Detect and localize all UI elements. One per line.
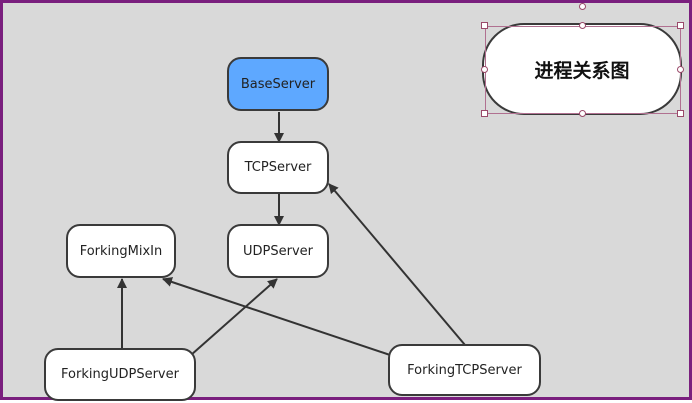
resize-handle-top-left[interactable] [481,22,488,29]
node-tcp-server[interactable]: TCPServer [227,141,329,194]
diagram-edges [117,112,466,357]
edge-forkingtcpserver-to-tcpserver [328,183,466,346]
node-forking-mixin[interactable]: ForkingMixIn [66,224,176,278]
node-forking-udp-server[interactable]: ForkingUDPServer [44,348,196,401]
node-forking-tcp-server-label: ForkingTCPServer [407,362,522,378]
resize-handle-top-middle[interactable] [579,22,586,29]
resize-handle-left-middle[interactable] [481,66,488,73]
node-base-server[interactable]: BaseServer [227,57,329,111]
resize-handle-right-middle[interactable] [677,66,684,73]
node-udp-server[interactable]: UDPServer [227,224,329,278]
node-forking-tcp-server[interactable]: ForkingTCPServer [388,344,541,396]
diagram-title: 进程关系图 [534,59,630,82]
resize-handle-bottom-right[interactable] [677,110,684,117]
edge-forkingudpserver-to-udpserver [190,278,278,356]
node-forking-udp-server-label: ForkingUDPServer [61,367,179,382]
resize-handle-bottom-left[interactable] [481,110,488,117]
resize-handle-top-right[interactable] [677,22,684,29]
edge-forkingtcpserver-to-forkingmixin [162,277,394,357]
node-forking-mixin-label: ForkingMixIn [79,243,163,259]
node-tcp-server-label: TCPServer [244,160,312,175]
resize-handle-bottom-middle[interactable] [579,110,586,117]
diagram-title-shape[interactable]: 进程关系图 [482,23,682,115]
node-base-server-label: BaseServer [240,76,316,92]
rotate-handle[interactable] [579,3,586,10]
node-udp-server-label: UDPServer [243,243,313,259]
